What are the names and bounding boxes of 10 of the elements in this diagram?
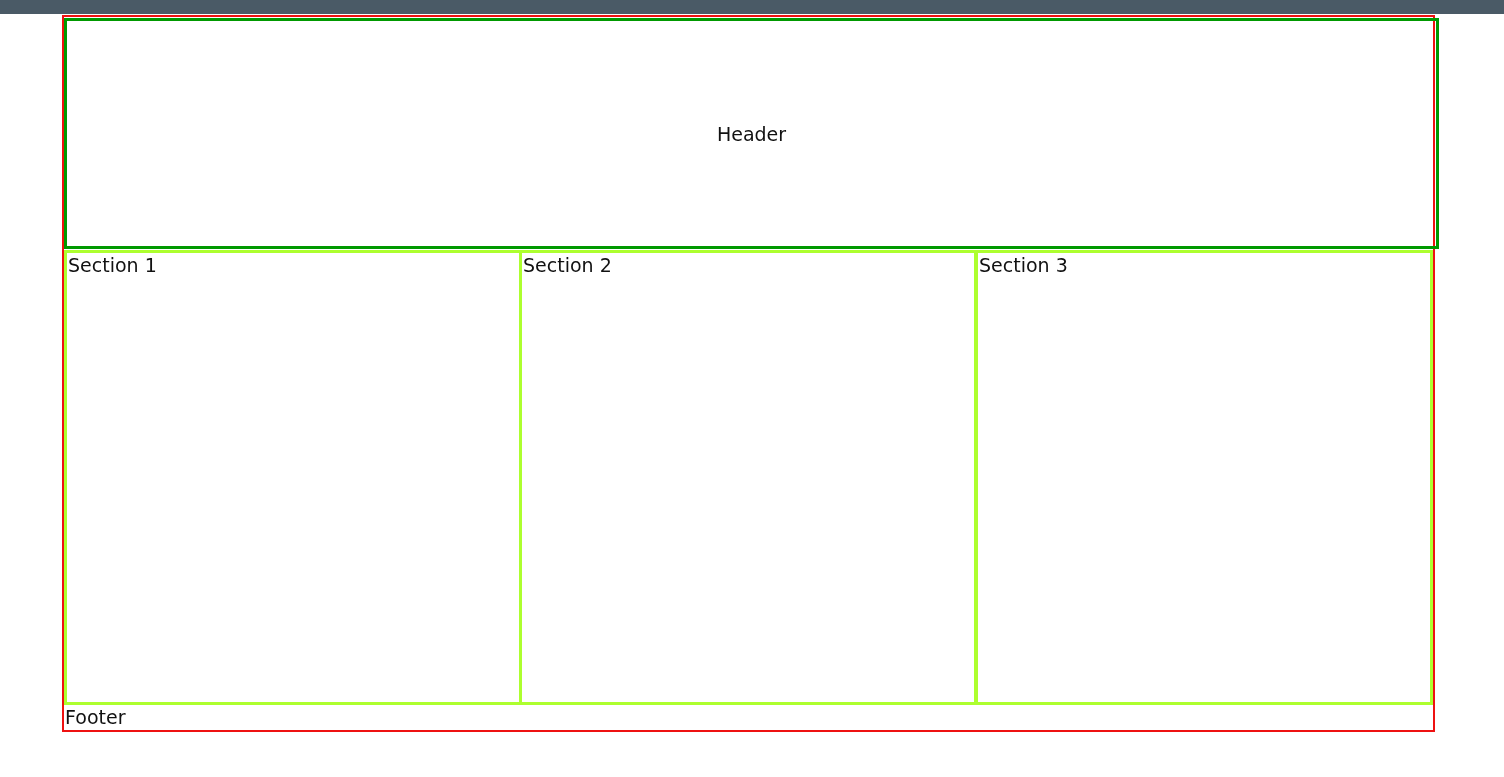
section-box xyxy=(975,250,1433,705)
header-box xyxy=(64,18,1439,249)
section-label: Section 2 xyxy=(523,254,612,277)
section-label: Section 1 xyxy=(68,254,157,277)
header-label: Header xyxy=(716,122,787,145)
section-box xyxy=(519,250,977,705)
section-label: Section 3 xyxy=(979,254,1068,277)
footer-label: Footer xyxy=(65,706,126,729)
top-bar xyxy=(0,0,1504,14)
section-box xyxy=(64,250,522,705)
